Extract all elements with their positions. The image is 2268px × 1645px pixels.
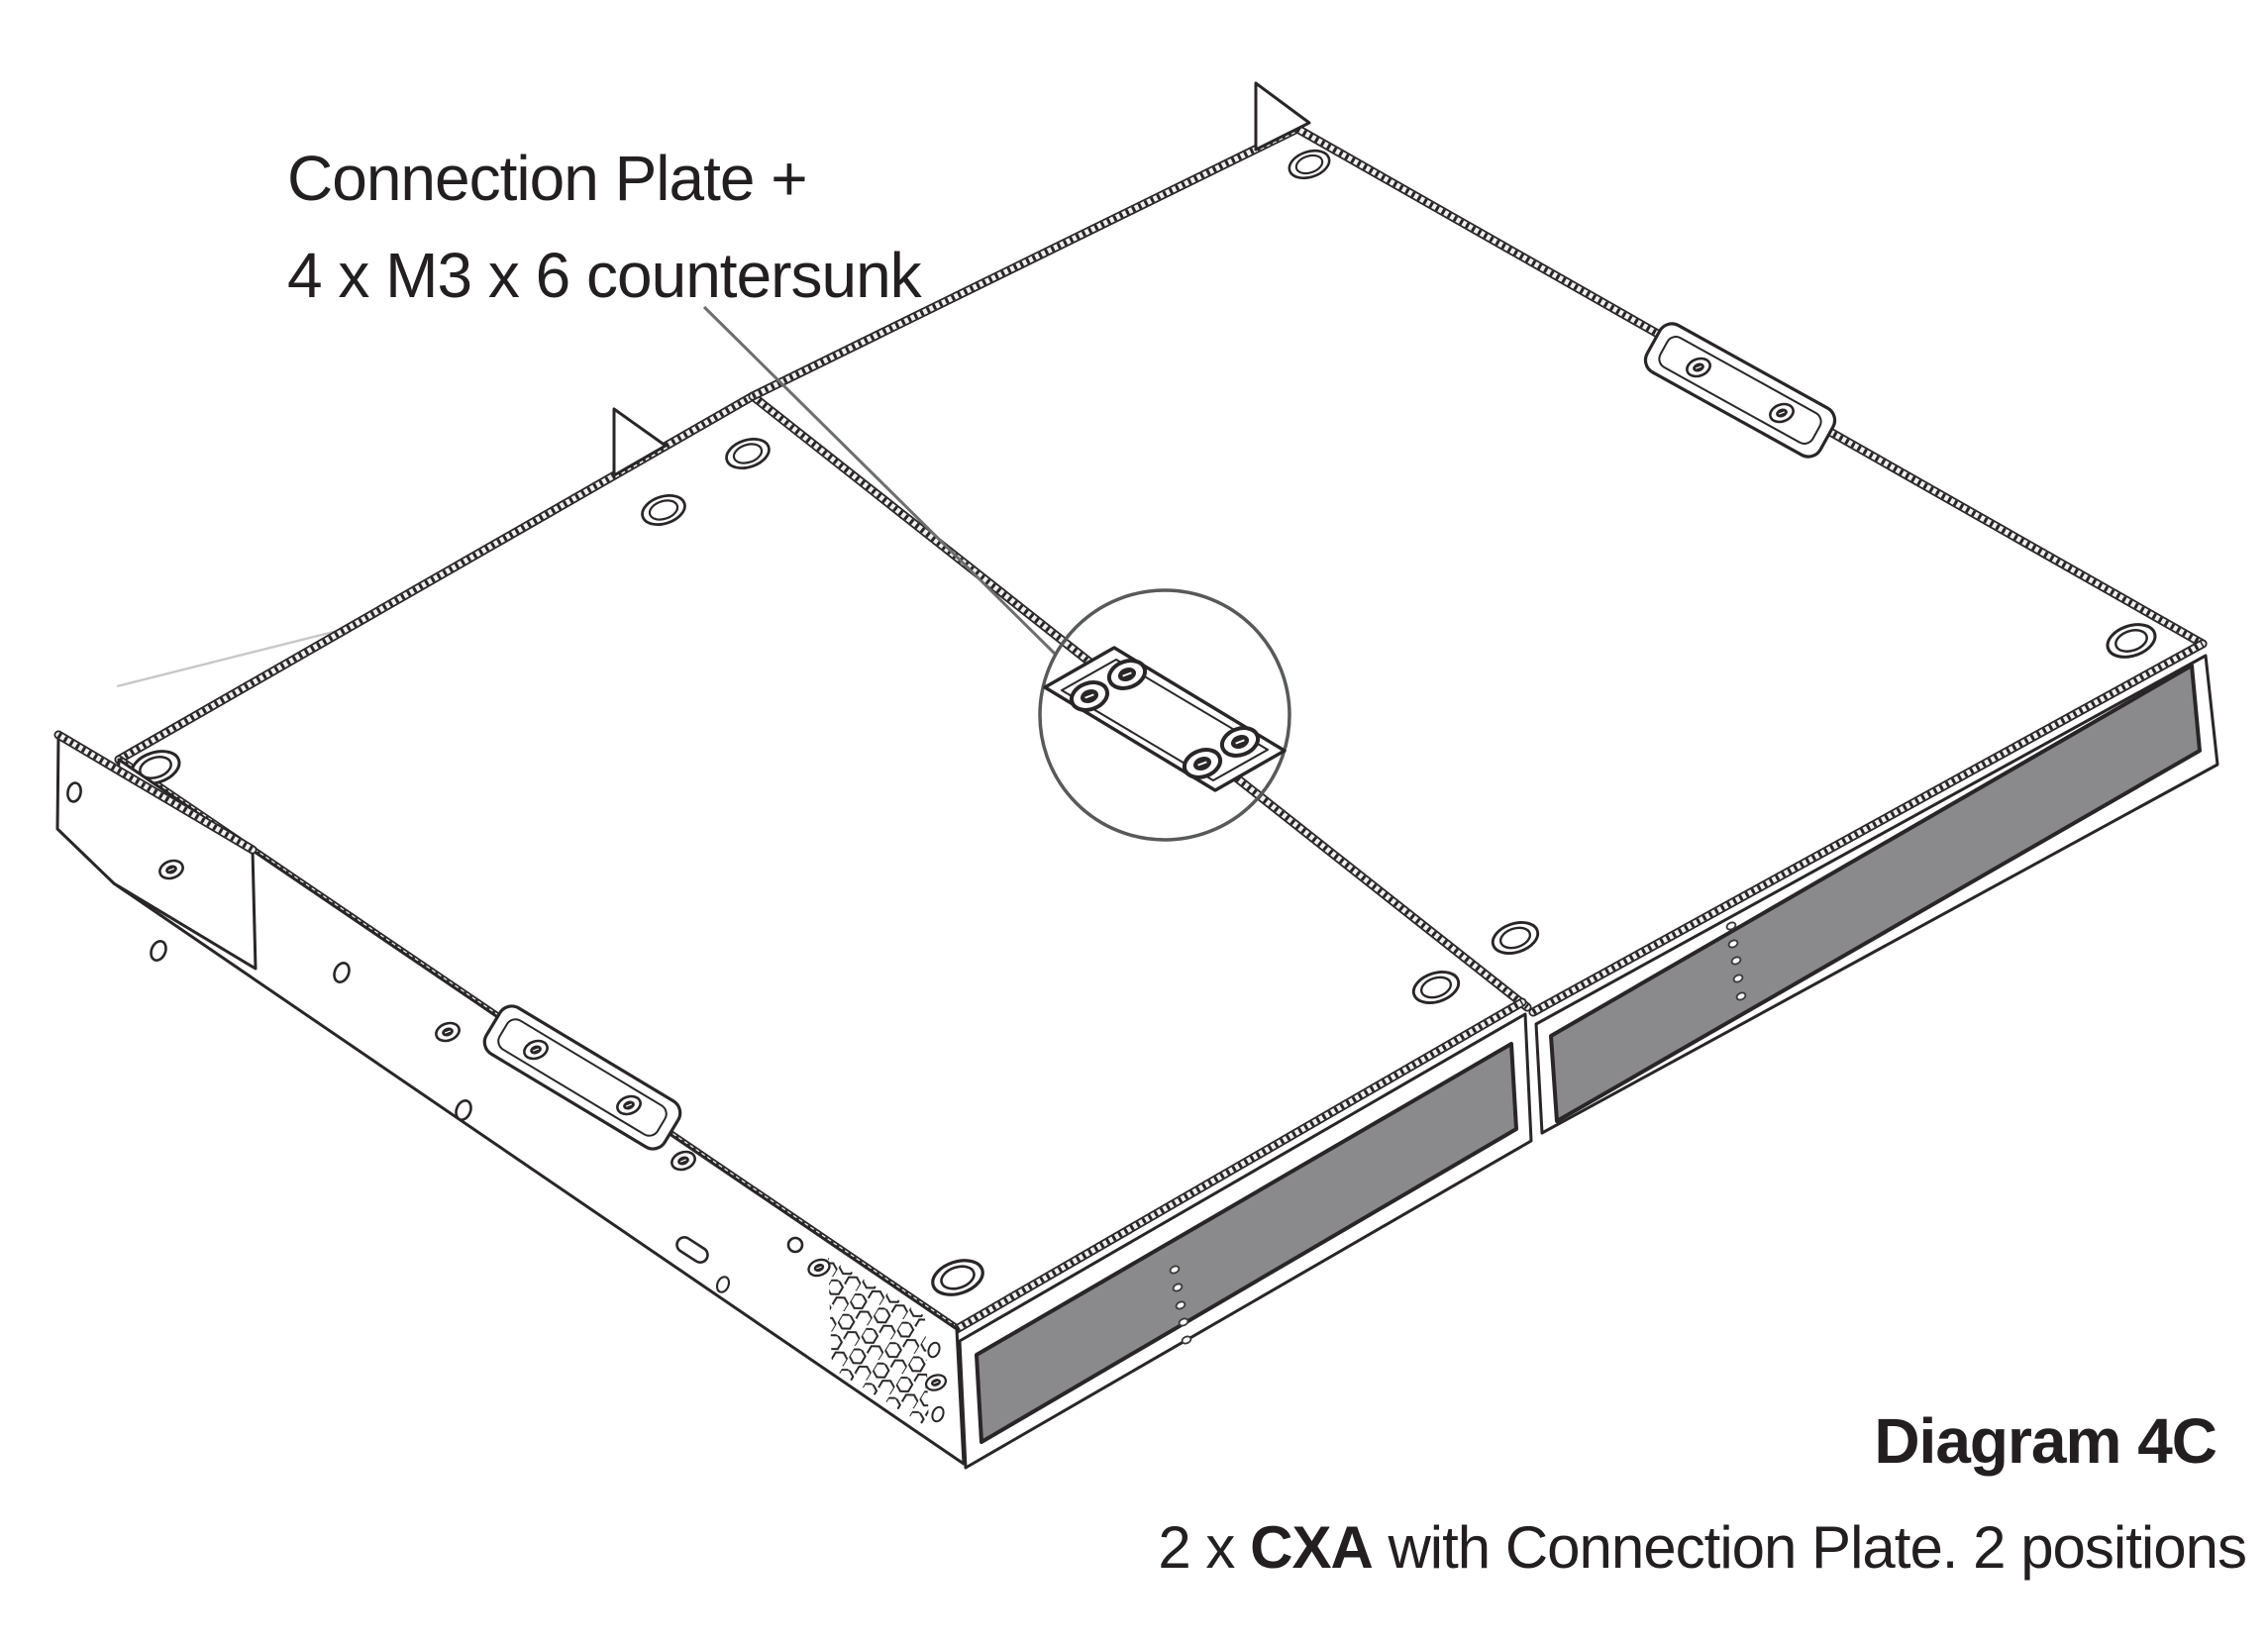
rear-rack-ear-left-unit: [612, 407, 668, 477]
front-panel-left-unit: [975, 1042, 1518, 1444]
callout-leader-line: [702, 305, 1058, 657]
side-hole: [786, 1236, 804, 1254]
front-face-left-unit: [958, 1012, 1533, 1470]
front-face-right-unit: [1534, 654, 2219, 1135]
rear-rack-ear-right-unit: [1254, 81, 1311, 152]
callout-detail: [1038, 588, 1291, 842]
caption-pre: 2 x: [1158, 1514, 1250, 1581]
annotation-line1: Connection Plate +: [287, 143, 807, 214]
callout-circle: [1038, 588, 1291, 842]
diagram-caption: 2 x CXA with Connection Plate. 2 positio…: [1158, 1514, 2246, 1581]
caption-product: CXA: [1250, 1514, 1373, 1581]
side-connection-plate: [482, 1004, 682, 1151]
rear-connection-plate: [1643, 322, 1837, 459]
side-hole: [147, 937, 170, 965]
connection-plate: [1043, 646, 1287, 792]
diagram-title: Diagram 4C: [1874, 1405, 2216, 1477]
caption-post: with Connection Plate. 2 positions: [1373, 1514, 2246, 1581]
front-panel-right-unit: [1549, 664, 2202, 1123]
hex-vent-grille: [828, 1258, 929, 1428]
annotation-line2: 4 x M3 x 6 countersunk: [287, 240, 923, 311]
rack-ear-hole: [66, 781, 82, 803]
left-side-panel: [57, 735, 966, 1466]
keyhole-cutout: [675, 1236, 709, 1264]
